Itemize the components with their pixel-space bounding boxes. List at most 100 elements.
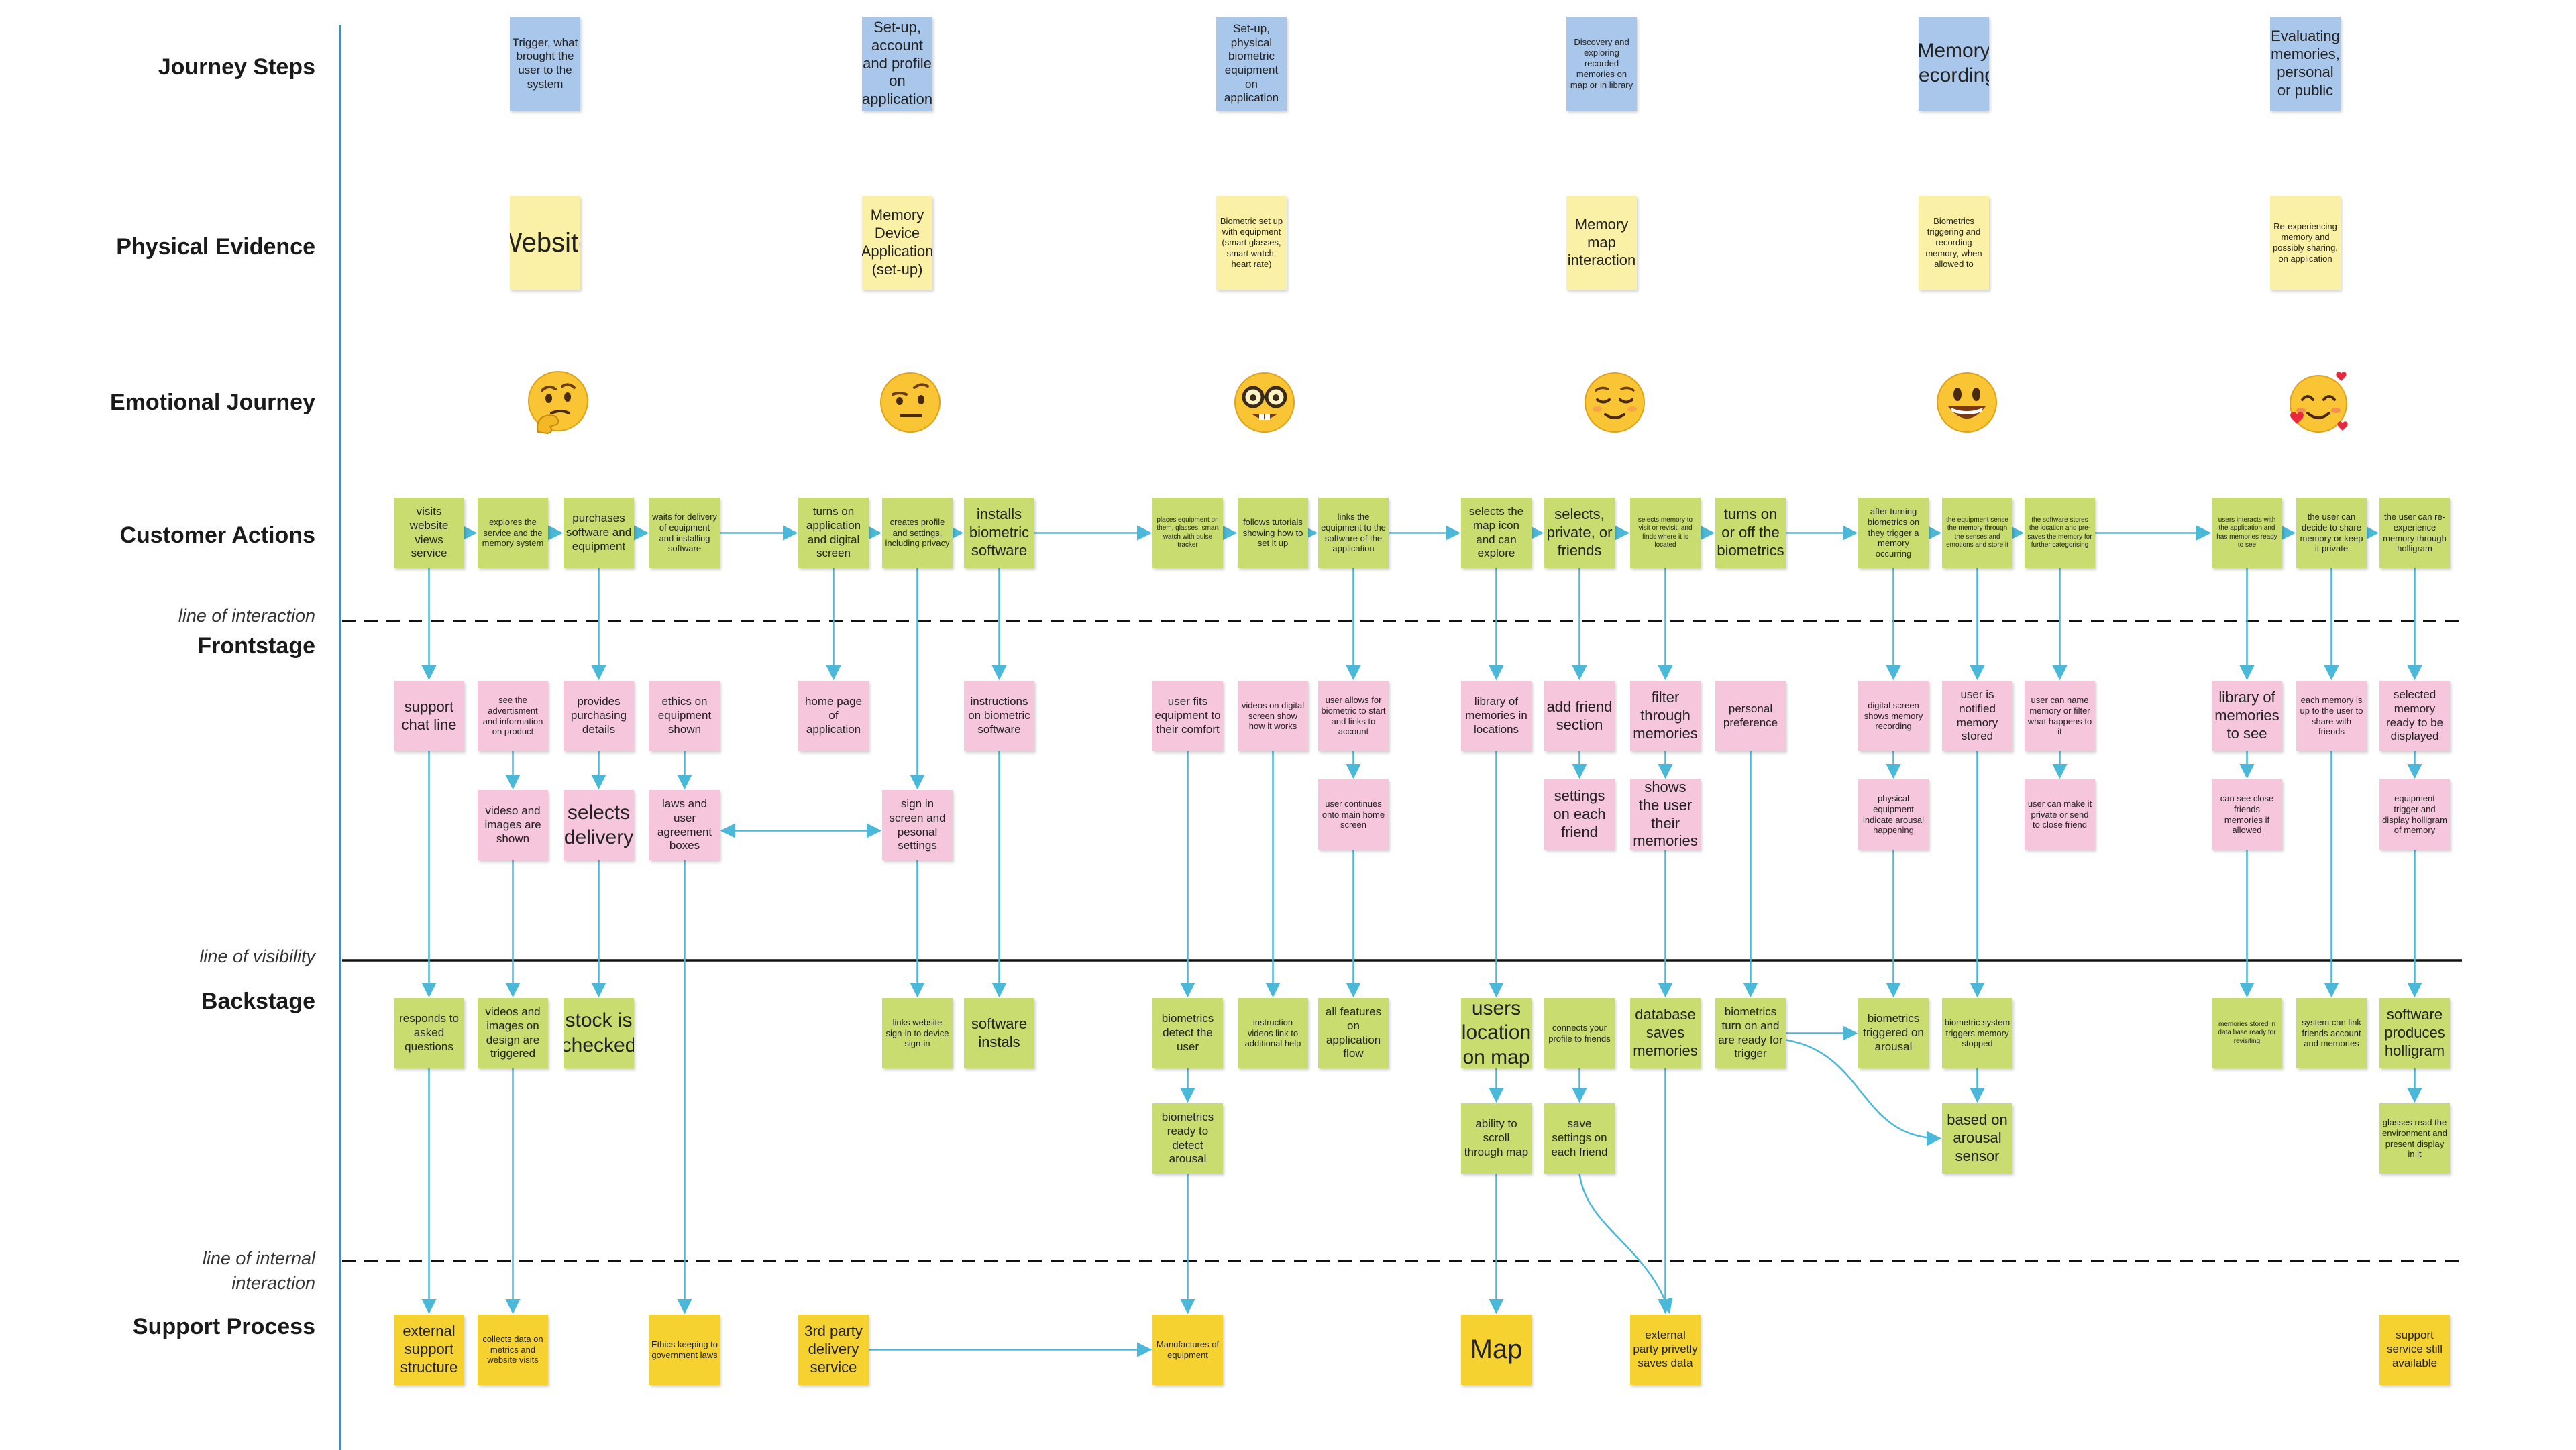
line-label-interaction: line of interaction: [178, 606, 315, 626]
sticky-note-ca2: explores the service and the memory syst…: [478, 498, 548, 568]
connector-bs13-sp7: [1578, 1173, 1673, 1315]
sticky-note-bs14: database saves memories: [1630, 998, 1701, 1068]
smiling-face-with-hearts-icon: [2284, 368, 2353, 437]
sticky-note-bs3: stock is checked: [564, 998, 634, 1068]
sticky-note-fs17: settings on each friend: [1544, 779, 1615, 850]
sticky-note-fs1: support chat line: [394, 681, 464, 751]
sticky-note-bs4: links website sign-in to device sign-in: [882, 998, 953, 1068]
relieved-face-icon: [1580, 368, 1650, 437]
connector-arrows: [421, 525, 2422, 1357]
sticky-note-bs9: biometrics ready to detect arousal: [1152, 1103, 1223, 1174]
sticky-note-fs9: sign in screen and pesonal settings: [882, 790, 953, 860]
row-label-physical-evidence: Physical Evidence: [116, 234, 315, 260]
sticky-note-bs18: based on arousal sensor: [1942, 1103, 2012, 1174]
sticky-note-fs5: videso and images are shown: [478, 790, 548, 860]
sticky-note-fs7: laws and user agreement boxes: [649, 790, 720, 860]
sticky-note-js6: Evaluating memories, personal or public: [2270, 17, 2341, 111]
sticky-note-js3: Set-up, physical biometric equipment on …: [1216, 17, 1287, 111]
sticky-note-pe2: Memory Device Application (set-up): [862, 196, 932, 290]
sticky-note-ca10: links the equipment to the software of t…: [1318, 498, 1389, 568]
sticky-note-ca19: the user can decide to share memory or k…: [2296, 498, 2367, 568]
sticky-note-ca14: turns on or off the biometrics: [1715, 498, 1786, 568]
row-label-frontstage: Frontstage: [197, 633, 315, 659]
sticky-note-fs29: can see close friends memories if allowe…: [2212, 779, 2282, 850]
sticky-note-bs7: instruction videos link to additional he…: [1238, 998, 1308, 1068]
sticky-note-ca18: users interacts with the application and…: [2212, 498, 2282, 568]
sticky-note-fs4: ethics on equipment shown: [649, 681, 720, 751]
sticky-note-bs17: biometric system triggers memory stopped: [1942, 998, 2012, 1068]
sticky-note-bs2: videos and images on design are triggere…: [478, 998, 548, 1068]
sticky-note-fs8: home page of application: [798, 681, 869, 751]
sticky-note-ca8: places equipment on them, glasses, smart…: [1152, 498, 1223, 568]
row-label-customer-actions: Customer Actions: [119, 522, 315, 548]
sticky-note-bs11: ability to scroll through map: [1461, 1103, 1532, 1174]
sticky-note-sp6: Map: [1461, 1315, 1532, 1385]
sticky-note-pe5: Biometrics triggering and recording memo…: [1919, 196, 1989, 290]
sticky-note-ca11: selects the map icon and can explore: [1461, 498, 1532, 568]
line-label-internal-1: line of internal: [202, 1248, 315, 1268]
sticky-note-bs1: responds to asked questions: [394, 998, 464, 1068]
sticky-note-fs30: equipment trigger and display holligram …: [2379, 779, 2450, 850]
sticky-note-sp8: support service still available: [2379, 1315, 2450, 1385]
sticky-note-fs12: videos on digital screen show how it wor…: [1238, 681, 1308, 751]
sticky-note-fs23: user is notified memory stored: [1942, 681, 2012, 751]
sticky-note-js2: Set-up, account and profile on applicati…: [862, 17, 932, 111]
row-label-backstage: Backstage: [201, 989, 315, 1014]
sticky-note-ca9: follows tutorials showing how to set it …: [1238, 498, 1308, 568]
sticky-note-fs28: selected memory ready to be displayed: [2379, 681, 2450, 751]
sticky-note-sp1: external support structure: [394, 1315, 464, 1385]
sticky-note-js1: Trigger, what brought the user to the sy…: [510, 17, 580, 111]
sticky-note-fs25: user can make it private or send to clos…: [2025, 779, 2095, 850]
sticky-note-fs22: physical equipment indicate arousal happ…: [1858, 779, 1929, 850]
nerd-face-icon: [1230, 368, 1299, 437]
line-label-internal-2: interaction: [231, 1273, 315, 1293]
sticky-note-pe3: Biometric set up with equipment (smart g…: [1216, 196, 1287, 290]
sticky-note-bs6: biometrics detect the user: [1152, 998, 1223, 1068]
sticky-note-bs15: biometrics turn on and are ready for tri…: [1715, 998, 1786, 1068]
sticky-note-fs27: each memory is up to the user to share w…: [2296, 681, 2367, 751]
sticky-note-fs18: filter through memories: [1630, 681, 1701, 751]
sticky-note-ca17: the software stores the location and pre…: [2025, 498, 2095, 568]
sticky-note-ca12: selects, private, or friends: [1544, 498, 1615, 568]
sticky-note-fs16: add friend section: [1544, 681, 1615, 751]
sticky-note-ca20: the user can re-experience memory throug…: [2379, 498, 2450, 568]
sticky-note-sp4: 3rd party delivery service: [798, 1315, 869, 1385]
sticky-note-bs19: memories stored in data base ready for r…: [2212, 998, 2282, 1068]
sticky-note-pe4: Memory map interaction: [1566, 196, 1637, 290]
sticky-note-fs10: instructions on biometric software: [964, 681, 1034, 751]
thinking-face-icon: [523, 368, 593, 437]
sticky-note-fs3: provides purchasing details: [564, 681, 634, 751]
sticky-note-bs21: software produces holligram: [2379, 998, 2450, 1068]
sticky-note-bs13: save settings on each friend: [1544, 1103, 1615, 1174]
row-label-emotional-journey: Emotional Journey: [109, 390, 315, 415]
sticky-note-fs14: user continues onto main home screen: [1318, 779, 1389, 850]
row-label-journey-steps: Journey Steps: [158, 54, 315, 80]
sticky-note-sp7: external party privetly saves data: [1630, 1315, 1701, 1385]
line-label-visibility: line of visibility: [199, 946, 315, 966]
sticky-note-bs12: connects your profile to friends: [1544, 998, 1615, 1068]
sticky-note-js5: Memory recording: [1919, 17, 1989, 111]
row-label-support-process: Support Process: [132, 1314, 315, 1339]
sticky-note-bs8: all features on application flow: [1318, 998, 1389, 1068]
sticky-note-bs10: users location on map: [1461, 998, 1532, 1068]
sticky-note-pe1: Website: [510, 196, 580, 290]
sticky-note-ca15: after turning biometrics on they trigger…: [1858, 498, 1929, 568]
sticky-note-ca13: selects memory to visit or revisit, and …: [1630, 498, 1701, 568]
sticky-note-ca1: visits website views service: [394, 498, 464, 568]
sticky-note-sp2: collects data on metrics and website vis…: [478, 1315, 548, 1385]
connector-bs15-bs18: [1785, 1039, 1942, 1146]
sticky-note-fs26: library of memories to see: [2212, 681, 2282, 751]
sticky-note-sp5: Manufactures of equipment: [1152, 1315, 1223, 1385]
sticky-note-ca7: installs biometric software: [964, 498, 1034, 568]
sticky-note-js4: Discovery and exploring recorded memorie…: [1566, 17, 1637, 111]
sticky-note-ca6: creates profile and settings, including …: [882, 498, 953, 568]
sticky-note-fs20: personal preference: [1715, 681, 1786, 751]
sticky-note-pe6: Re-experiencing memory and possibly shar…: [2270, 196, 2341, 290]
sticky-note-bs22: glasses read the environment and present…: [2379, 1103, 2450, 1174]
sticky-note-fs21: digital screen shows memory recording: [1858, 681, 1929, 751]
sticky-note-bs20: system can link friends account and memo…: [2296, 998, 2367, 1068]
sticky-note-bs5: software instals: [964, 998, 1034, 1068]
sticky-note-fs6: selects delivery: [564, 790, 634, 860]
